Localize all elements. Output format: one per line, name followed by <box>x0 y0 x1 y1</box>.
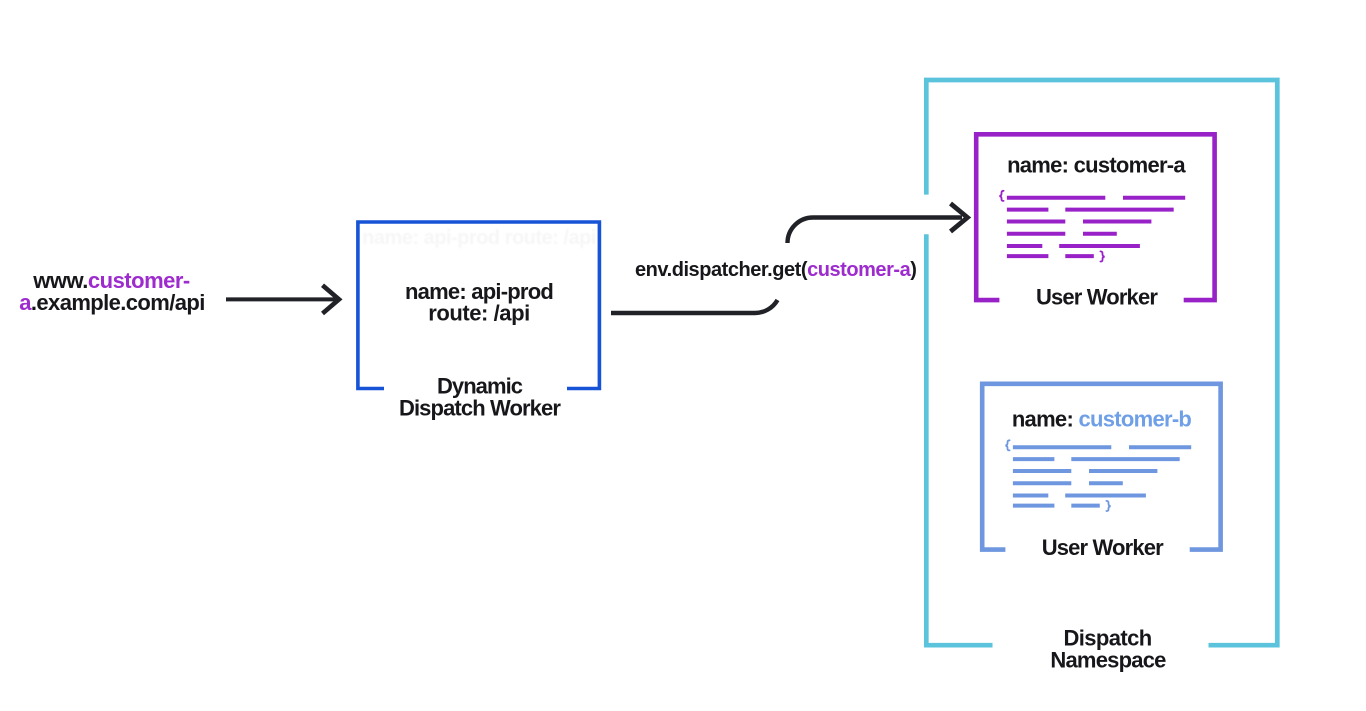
svg-text:name: api-prod route: /api: name: api-prod route: /api <box>362 227 596 249</box>
svg-text:name: api-prod: name: api-prod <box>405 279 553 304</box>
svg-text:Dynamic: Dynamic <box>437 374 523 399</box>
svg-text:User Worker: User Worker <box>1036 285 1158 310</box>
svg-text:Dispatch: Dispatch <box>1063 626 1151 651</box>
svg-text:User Worker: User Worker <box>1042 535 1164 560</box>
svg-text:env.dispatcher.get(customer-a): env.dispatcher.get(customer-a) <box>635 259 916 281</box>
svg-text:Namespace: Namespace <box>1050 648 1166 673</box>
svg-text:Dispatch Worker: Dispatch Worker <box>399 396 561 421</box>
svg-text:www.customer-: www.customer- <box>32 268 190 293</box>
svg-text:name: customer-b: name: customer-b <box>1012 407 1192 432</box>
svg-text:route: /api: route: /api <box>428 301 530 326</box>
svg-text:a.example.com/api: a.example.com/api <box>19 290 204 315</box>
svg-text:name: customer-a: name: customer-a <box>1007 153 1186 178</box>
